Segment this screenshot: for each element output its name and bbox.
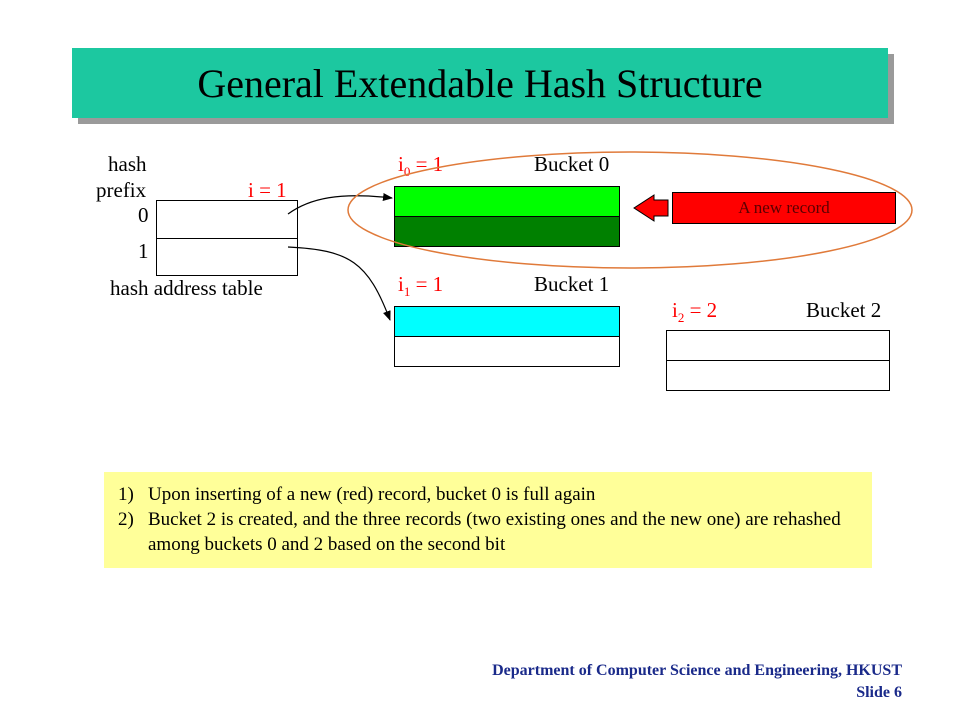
footer-department: Department of Computer Science and Engin… — [492, 662, 902, 679]
prefix-0-label: 0 — [138, 203, 149, 227]
bucket0-slot1 — [395, 217, 619, 246]
highlight-ellipse — [347, 151, 913, 269]
footer: Department of Computer Science and Engin… — [492, 660, 902, 704]
insert-arrow-icon — [633, 194, 669, 222]
bucket0-name: Bucket 0 — [534, 152, 610, 176]
slide-title: General Extendable Hash Structure — [72, 48, 888, 118]
hash-table-entry-0 — [157, 201, 297, 239]
prefix-label: prefix — [96, 178, 147, 202]
notes-box: 1) Upon inserting of a new (red) record,… — [104, 472, 872, 568]
note-1-text: Upon inserting of a new (red) record, bu… — [148, 484, 596, 505]
bucket1-name: Bucket 1 — [534, 272, 610, 296]
note-2-text: Bucket 2 is created, and the three recor… — [148, 509, 841, 555]
bucket2-name: Bucket 2 — [806, 298, 882, 322]
new-record: A new record — [672, 192, 896, 224]
note-1: 1) Upon inserting of a new (red) record,… — [118, 482, 872, 507]
note-2-number: 2) — [118, 509, 134, 530]
bucket-2 — [666, 330, 890, 391]
hash-address-table — [156, 200, 298, 276]
note-1-number: 1) — [118, 484, 134, 505]
bucket-1 — [394, 306, 620, 367]
bucket2-depth-label: i2 = 2 — [672, 298, 718, 326]
pointer-arrow-1 — [287, 246, 391, 321]
hash-table-caption: hash address table — [110, 276, 263, 300]
hash-label: hash — [108, 152, 147, 176]
bucket1-slot0 — [395, 307, 619, 337]
pointer-arrow-0 — [287, 192, 393, 215]
bucket1-depth-label: i1 = 1 — [398, 272, 444, 300]
prefix-1-label: 1 — [138, 239, 149, 263]
bucket0-depth-label: i0 = 1 — [398, 152, 444, 180]
bucket-0 — [394, 186, 620, 247]
note-2: 2) Bucket 2 is created, and the three re… — [118, 507, 872, 557]
footer-slide-number: Slide 6 — [856, 684, 902, 701]
global-depth-label: i = 1 — [248, 178, 287, 202]
bucket2-slot0 — [667, 331, 889, 361]
bucket0-slot0 — [395, 187, 619, 217]
